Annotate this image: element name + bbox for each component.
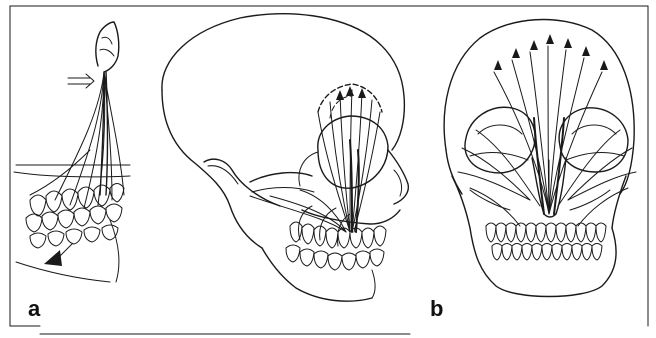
teeth-profile: [26, 184, 124, 249]
arrowhead-icon: [494, 34, 608, 70]
lower-teeth-lateral: [286, 245, 384, 270]
force-lines-frontal: [458, 46, 636, 226]
upper-teeth-frontal: [486, 223, 606, 242]
panel-label-b: b: [430, 298, 443, 320]
arrow-icon: [68, 74, 94, 88]
lateral-skull-drawing: [162, 14, 408, 301]
profile-detail-drawing: [14, 22, 130, 282]
panel-label-a: a: [28, 298, 40, 320]
lower-teeth-frontal: [492, 244, 602, 261]
frontal-skull-drawing: [444, 20, 636, 297]
arrowhead-icon: [336, 86, 366, 100]
arrowhead-icon: [44, 244, 72, 266]
